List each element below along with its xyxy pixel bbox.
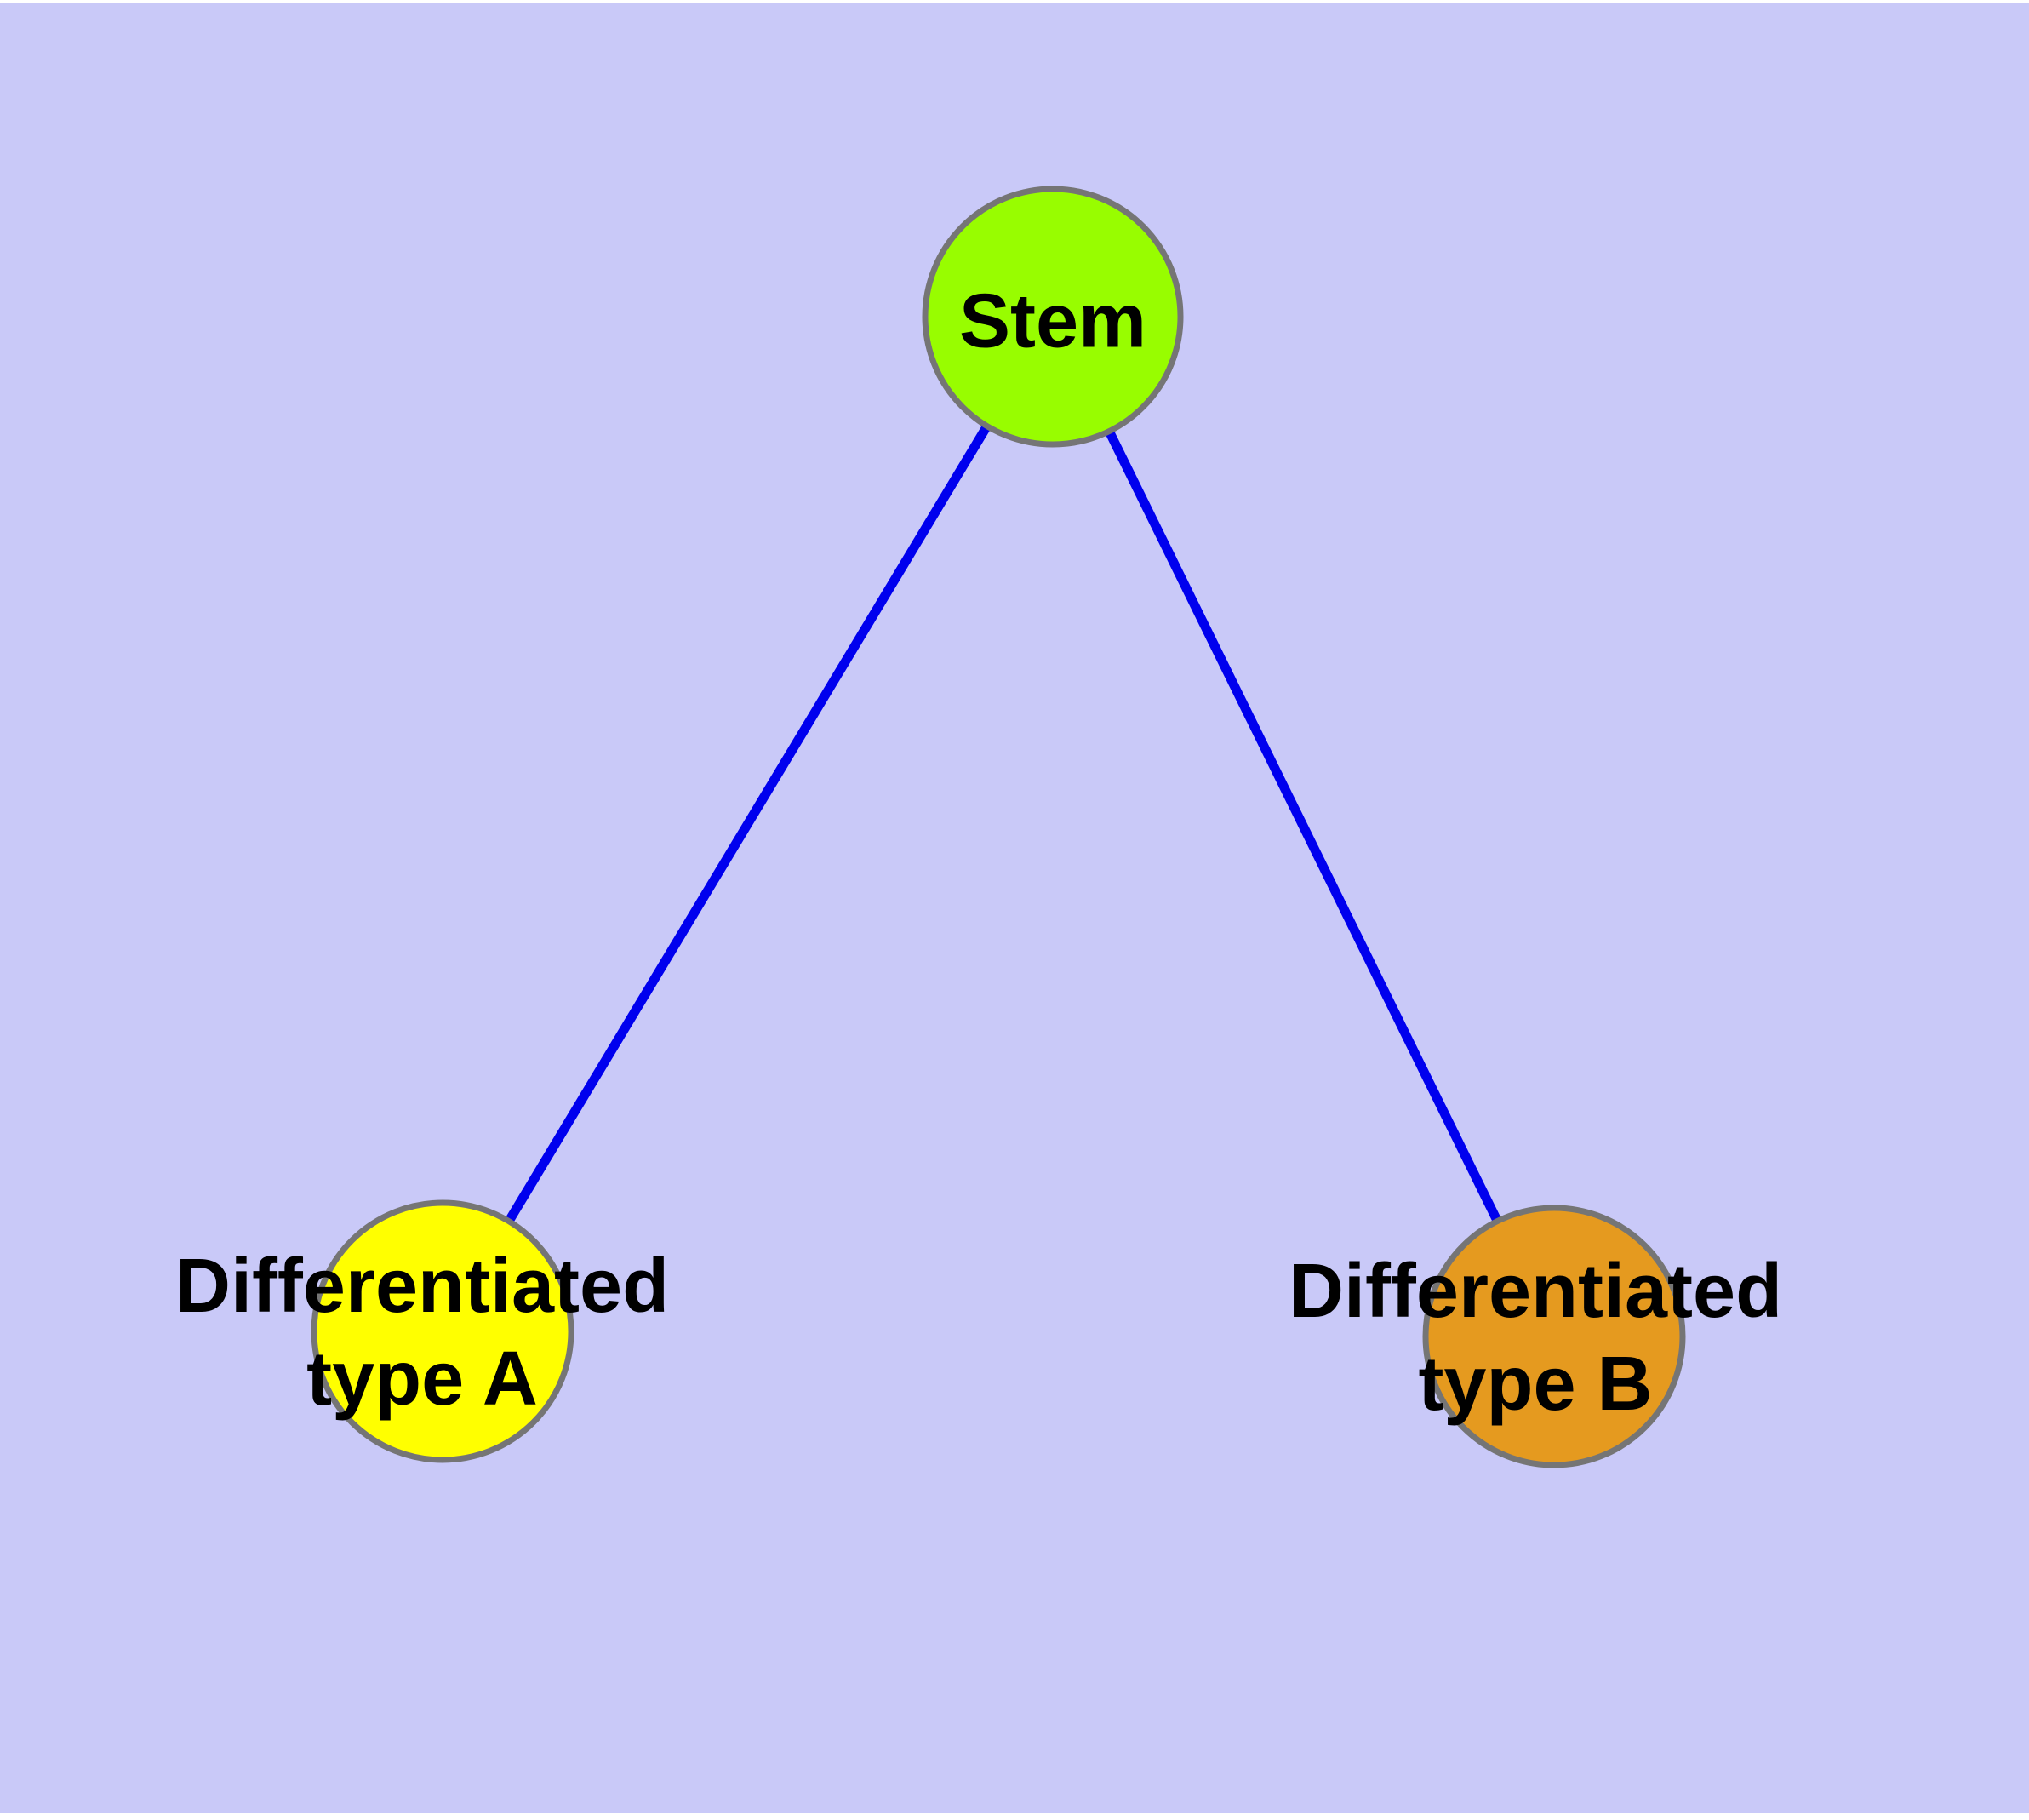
- edge-stem-to-type-a: [438, 314, 1057, 1334]
- node-type-b-label-line2: type B: [1418, 1342, 1653, 1427]
- node-type-b-label: Differentiated type B: [1289, 1245, 1782, 1431]
- node-stem-label: Stem: [958, 278, 1147, 364]
- node-type-a-label-line2: type A: [306, 1336, 538, 1422]
- edge-stem-to-type-b: [1049, 314, 1558, 1339]
- node-type-a-circle: [311, 1199, 574, 1463]
- node-stem-circle: [922, 186, 1184, 448]
- node-type-b-label-line1: Differentiated: [1288, 1249, 1783, 1334]
- node-type-a-label-line1: Differentiated: [174, 1244, 670, 1329]
- node-type-a-label: Differentiated type A: [175, 1240, 669, 1426]
- node-type-b-circle: [1422, 1205, 1686, 1468]
